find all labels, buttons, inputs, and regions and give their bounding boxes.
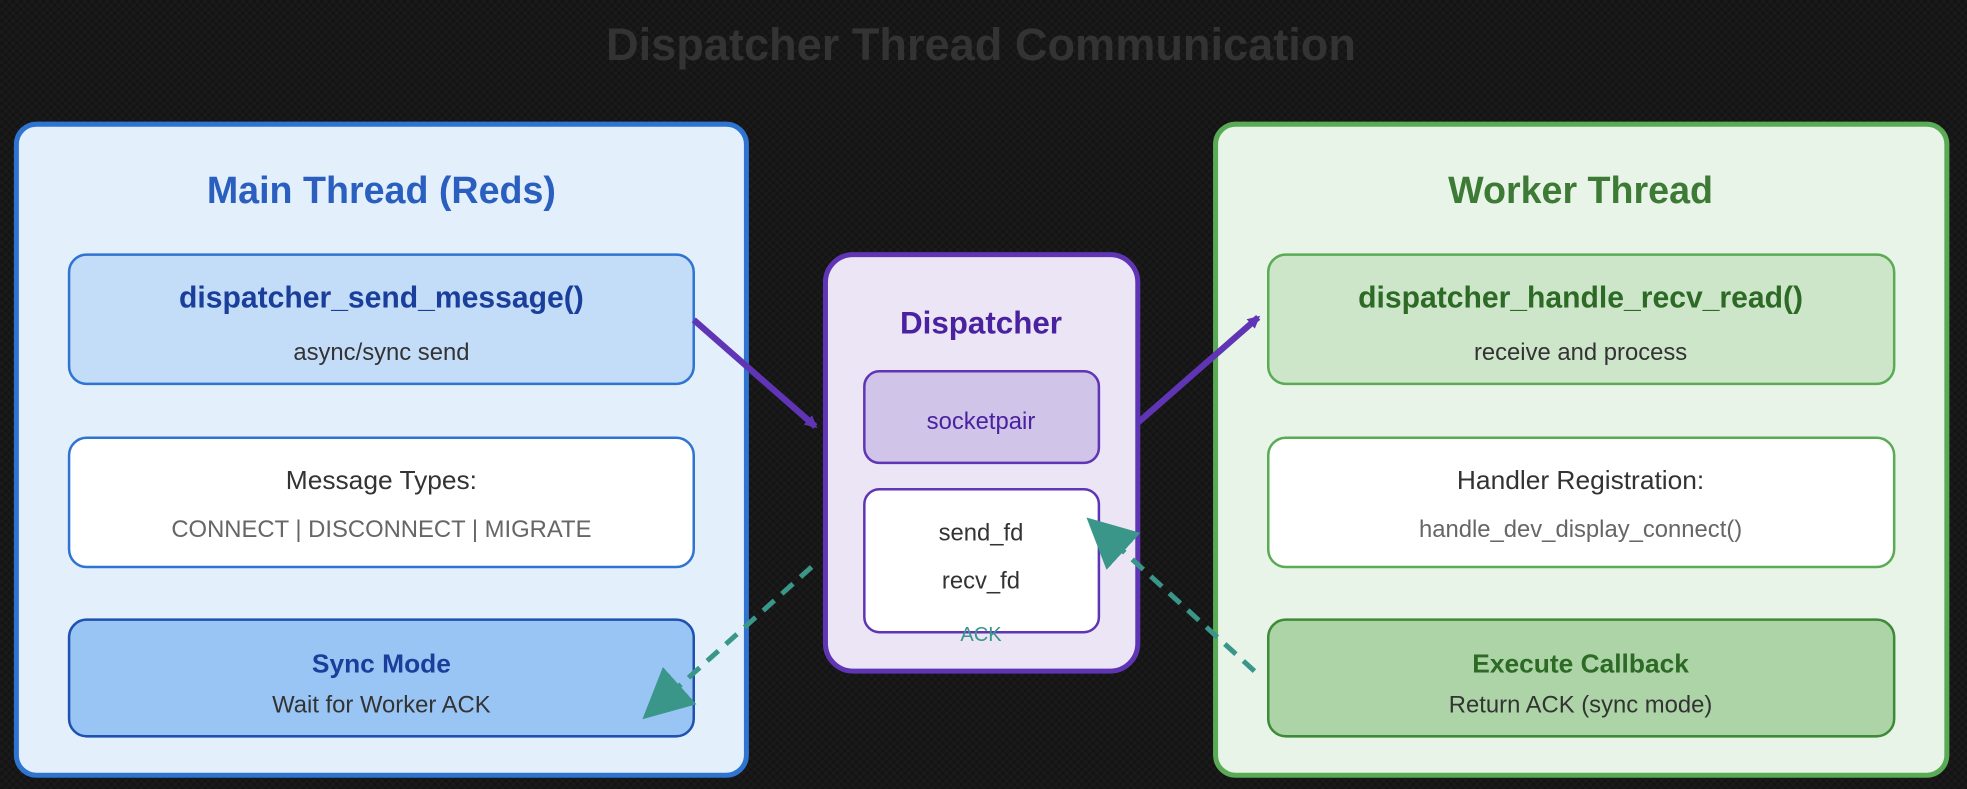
diagram-title: Dispatcher Thread Communication xyxy=(606,19,1356,70)
execute-callback-title: Execute Callback xyxy=(1472,648,1689,678)
handler-registration-title: Handler Registration: xyxy=(1457,465,1704,495)
message-types-list: CONNECT | DISCONNECT | MIGRATE xyxy=(171,516,591,543)
execute-callback-subtitle: Return ACK (sync mode) xyxy=(1449,691,1713,718)
worker-thread-title: Worker Thread xyxy=(1448,169,1713,211)
fd-box xyxy=(863,487,1101,634)
sync-mode-box: Sync Mode Wait for Worker ACK xyxy=(67,618,695,738)
socketpair-label: socketpair xyxy=(927,408,1036,435)
handler-registration-box: Handler Registration: handle_dev_display… xyxy=(1266,436,1896,569)
sync-mode-subtitle: Wait for Worker ACK xyxy=(272,691,491,718)
dispatch-to-worker-arrow xyxy=(1135,314,1261,426)
ack-label: ACK xyxy=(960,624,1002,646)
main-thread-title: Main Thread (Reds) xyxy=(207,169,556,211)
sync-mode-title: Sync Mode xyxy=(312,648,451,678)
main-thread-panel: Main Thread (Reds) dispatcher_send_messa… xyxy=(13,121,749,778)
ack-to-main-arrow xyxy=(642,565,814,720)
handler-registration-function: handle_dev_display_connect() xyxy=(1419,516,1742,543)
recv-fd-label: recv_fd xyxy=(942,567,1020,594)
execute-callback-box: Execute Callback Return ACK (sync mode) xyxy=(1266,618,1896,738)
message-types-title: Message Types: xyxy=(286,465,477,495)
send-message-title: dispatcher_send_message() xyxy=(179,281,584,314)
send-arrow xyxy=(691,317,818,429)
dispatcher-panel: Dispatcher socketpair send_fd recv_fd AC… xyxy=(822,252,1141,674)
dispatcher-title: Dispatcher xyxy=(900,306,1062,341)
send-message-box: dispatcher_send_message() async/sync sen… xyxy=(67,253,695,386)
recv-read-box: dispatcher_handle_recv_read() receive an… xyxy=(1266,253,1896,386)
send-message-subtitle: async/sync send xyxy=(293,339,469,366)
recv-read-subtitle: receive and process xyxy=(1474,339,1687,366)
ack-from-worker-arrow xyxy=(1086,517,1257,673)
worker-thread-panel: Worker Thread dispatcher_handle_recv_rea… xyxy=(1213,121,1950,778)
socketpair-box xyxy=(863,370,1101,465)
recv-read-title: dispatcher_handle_recv_read() xyxy=(1358,281,1803,314)
message-types-box: Message Types: CONNECT | DISCONNECT | MI… xyxy=(67,436,695,569)
send-fd-label: send_fd xyxy=(939,520,1024,547)
